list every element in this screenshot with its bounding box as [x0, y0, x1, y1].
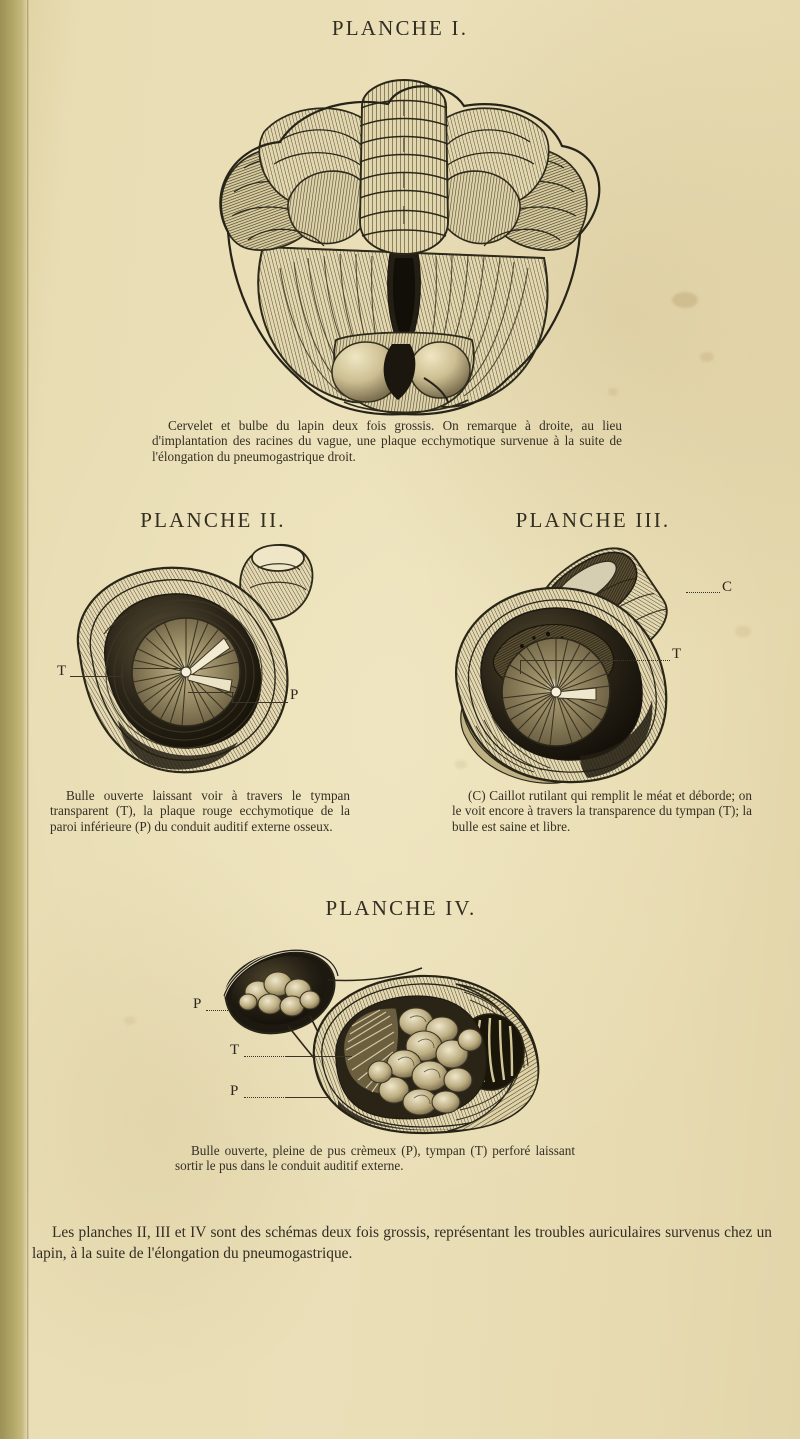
leader-tick-T-plate-2 [122, 668, 123, 678]
plate-title-1: PLANCHE I. [331, 16, 469, 40]
figure-label-P-plate-4-bottom: P [230, 1083, 239, 1099]
figure-label-T-plate-4: T [230, 1042, 240, 1058]
leader-line-P-plate-2 [232, 702, 288, 703]
leader-tick-T-plate-3 [520, 660, 521, 674]
caption-plate-3: (C) Caillot rutilant qui remplit le méat… [452, 788, 752, 834]
binding-gutter-line [27, 0, 29, 1439]
bottom-note: Les planches II, III et IV sont des sché… [32, 1224, 772, 1262]
figure-plate-4 [218, 930, 548, 1135]
leader-line-P-plate-4-bottom [244, 1097, 286, 1098]
leader-line-P-plate-2b [188, 692, 234, 693]
caption-plate-2: Bulle ouverte laissant voir à travers le… [50, 788, 350, 834]
leader-line-P-plate-4-top [206, 1010, 228, 1011]
caption-plate-4: Bulle ouverte, pleine de pus crèmeux (P)… [175, 1143, 575, 1174]
leader-line-T-plate-2b [122, 668, 182, 669]
caption-plate-1: Cervelet et bulbe du lapin deux fois gro… [152, 418, 622, 464]
figure-label-T-plate-2: T [57, 663, 67, 679]
figure-plate-1 [148, 72, 658, 417]
leader-line-C-plate-3 [686, 592, 720, 593]
figure-label-C-plate-3: C [722, 579, 733, 595]
leader-tick-P-plate-2 [232, 692, 233, 703]
binding-gutter-shadow [0, 0, 28, 1439]
leader-line-P-plate-4-bottom-b [286, 1097, 328, 1098]
leader-line-T-plate-2 [70, 676, 122, 677]
plate-title-2: PLANCHE II. [140, 508, 286, 532]
leader-line-T-plate-4 [244, 1056, 286, 1057]
leader-line-T-plate-4b [286, 1056, 352, 1057]
leader-line-T-plate-3 [616, 660, 670, 661]
figure-label-P-plate-4-top: P [193, 996, 202, 1012]
plate-title-3: PLANCHE III. [515, 508, 671, 532]
figure-label-T-plate-3: T [672, 646, 682, 662]
figure-plate-2 [48, 538, 338, 786]
leader-line-T-plate-3b [520, 660, 618, 661]
plate-title-4: PLANCHE IV. [325, 896, 477, 920]
figure-label-P-plate-2: P [290, 687, 299, 703]
figure-plate-3 [430, 540, 720, 790]
